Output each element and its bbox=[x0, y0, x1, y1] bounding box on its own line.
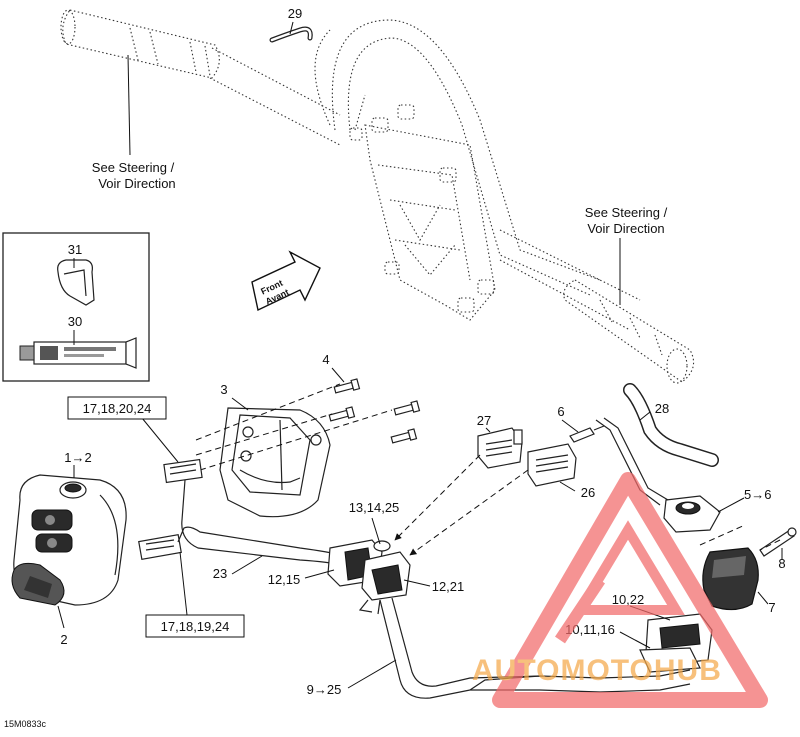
callout-4: 4 bbox=[322, 352, 329, 367]
grip-cover-7 bbox=[702, 547, 759, 611]
steering-note-right-2: Voir Direction bbox=[587, 221, 664, 236]
connector-26 bbox=[527, 443, 577, 487]
callout-10-22: 10,22 bbox=[612, 592, 645, 607]
cable-28 bbox=[623, 383, 719, 467]
callout-27: 27 bbox=[477, 413, 491, 428]
connector-27 bbox=[477, 427, 523, 469]
diagram-code: 15M0833c bbox=[4, 719, 47, 729]
callout-10-11-16: 10,11,16 bbox=[565, 622, 615, 637]
left-switch-housing bbox=[11, 474, 127, 606]
callout-5-6: 5→6 bbox=[744, 487, 771, 502]
grease-tube bbox=[19, 337, 137, 369]
handlebar-drawing bbox=[60, 9, 695, 384]
center-connector-block bbox=[327, 539, 411, 615]
switch-cover bbox=[219, 407, 331, 518]
callout-8: 8 bbox=[778, 556, 785, 571]
pin-8 bbox=[759, 527, 797, 557]
callout-7: 7 bbox=[768, 600, 775, 615]
steering-note-left-1: See Steering / bbox=[92, 160, 175, 175]
callout-6: 6 bbox=[557, 404, 564, 419]
screws bbox=[328, 378, 421, 444]
main-harness bbox=[379, 417, 691, 699]
callout-23: 23 bbox=[213, 566, 227, 581]
watermark-text: AUTOMOTOHUB bbox=[472, 654, 722, 687]
callout-17-18-20-24: 17,18,20,24 bbox=[83, 401, 152, 416]
callout-28: 28 bbox=[655, 401, 669, 416]
callout-numbers: 29 31 30 4 3 1→2 2 23 13,14,25 12,15 12,… bbox=[60, 6, 785, 697]
callout-29: 29 bbox=[288, 6, 302, 21]
steering-note-right-1: See Steering / bbox=[585, 205, 668, 220]
callout-31: 31 bbox=[68, 242, 82, 257]
callout-box-2 bbox=[145, 614, 245, 638]
leader-lines bbox=[57, 21, 783, 689]
harness-left bbox=[138, 458, 341, 566]
right-connector-block bbox=[639, 613, 713, 673]
callout-12-21: 12,21 bbox=[432, 579, 465, 594]
callout-30: 30 bbox=[68, 314, 82, 329]
terminal-6 bbox=[569, 425, 605, 443]
clamp-part bbox=[57, 259, 95, 306]
callout-3: 3 bbox=[220, 382, 227, 397]
front-direction-arrow: Front Avant bbox=[251, 250, 321, 312]
callout-12-15: 12,15 bbox=[268, 572, 301, 587]
inset-box bbox=[2, 232, 150, 382]
right-switch-5 bbox=[663, 495, 721, 533]
callout-17-18-19-24: 17,18,19,24 bbox=[161, 619, 230, 634]
callout-1-2: 1→2 bbox=[64, 450, 91, 465]
callout-box-1 bbox=[67, 396, 167, 420]
callout-9-25: 9→25 bbox=[307, 682, 342, 697]
callout-13-14-25: 13,14,25 bbox=[349, 500, 400, 515]
callout-26: 26 bbox=[581, 485, 595, 500]
watermark-logo: AUTOMOTOHUB bbox=[472, 472, 768, 708]
callout-2: 2 bbox=[60, 632, 67, 647]
steering-note-left-2: Voir Direction bbox=[98, 176, 175, 191]
